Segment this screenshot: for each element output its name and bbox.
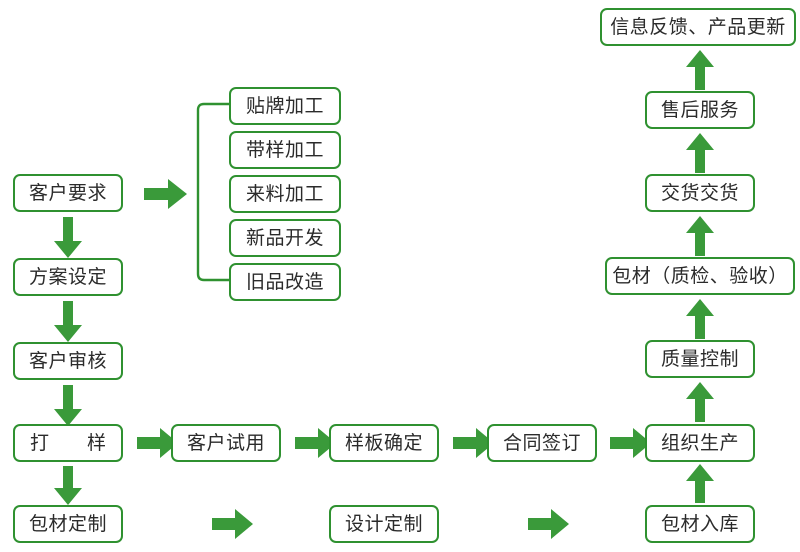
arrow-contract-to-production bbox=[610, 427, 652, 459]
arrow-req-to-plan bbox=[53, 217, 83, 259]
node-new-product-dev[interactable]: 新品开发 bbox=[229, 219, 341, 257]
arrow-packaging-custom-to-design bbox=[212, 508, 254, 540]
node-sample-processing[interactable]: 带样加工 bbox=[229, 131, 341, 169]
arrow-production-to-quality bbox=[685, 381, 715, 423]
node-old-product-remake[interactable]: 旧品改造 bbox=[229, 263, 341, 301]
arrow-quality-to-inspection bbox=[685, 298, 715, 340]
node-design-custom[interactable]: 设计定制 bbox=[329, 505, 439, 543]
node-sample-confirm[interactable]: 样板确定 bbox=[329, 424, 439, 462]
node-organize-production[interactable]: 组织生产 bbox=[645, 424, 755, 462]
arrow-inspection-to-delivery bbox=[685, 215, 715, 257]
arrow-sampling-to-trial bbox=[137, 427, 179, 459]
arrow-instock-to-production bbox=[685, 463, 715, 503]
node-delivery[interactable]: 交货交货 bbox=[645, 174, 755, 212]
arrow-confirm-to-contract bbox=[453, 427, 495, 459]
node-oem-processing[interactable]: 贴牌加工 bbox=[229, 87, 341, 125]
node-customer-review[interactable]: 客户审核 bbox=[13, 342, 123, 380]
node-material-processing[interactable]: 来料加工 bbox=[229, 175, 341, 213]
node-sampling[interactable]: 打 样 bbox=[13, 424, 123, 462]
node-quality-control[interactable]: 质量控制 bbox=[645, 340, 755, 378]
arrow-plan-to-review bbox=[53, 301, 83, 343]
arrow-req-to-branch bbox=[144, 178, 188, 210]
node-contract-signing[interactable]: 合同签订 bbox=[487, 424, 597, 462]
node-feedback-update[interactable]: 信息反馈、产品更新 bbox=[600, 8, 796, 46]
arrow-sampling-to-packaging-custom bbox=[53, 466, 83, 506]
node-after-sales[interactable]: 售后服务 bbox=[645, 91, 755, 129]
node-customer-requirement[interactable]: 客户要求 bbox=[13, 174, 123, 212]
arrow-review-to-sampling bbox=[53, 385, 83, 427]
node-customer-trial[interactable]: 客户试用 bbox=[171, 424, 281, 462]
node-plan-setting[interactable]: 方案设定 bbox=[13, 258, 123, 296]
node-packaging-inspection[interactable]: 包材（质检、验收） bbox=[605, 257, 795, 295]
arrow-trial-to-sample-confirm bbox=[295, 427, 337, 459]
arrow-aftersales-to-feedback bbox=[685, 49, 715, 91]
branch-bracket-connector bbox=[196, 102, 236, 282]
node-packaging-instock[interactable]: 包材入库 bbox=[645, 505, 755, 543]
arrow-design-to-instock bbox=[528, 508, 570, 540]
node-packaging-custom[interactable]: 包材定制 bbox=[13, 505, 123, 543]
arrow-delivery-to-aftersales bbox=[685, 132, 715, 174]
